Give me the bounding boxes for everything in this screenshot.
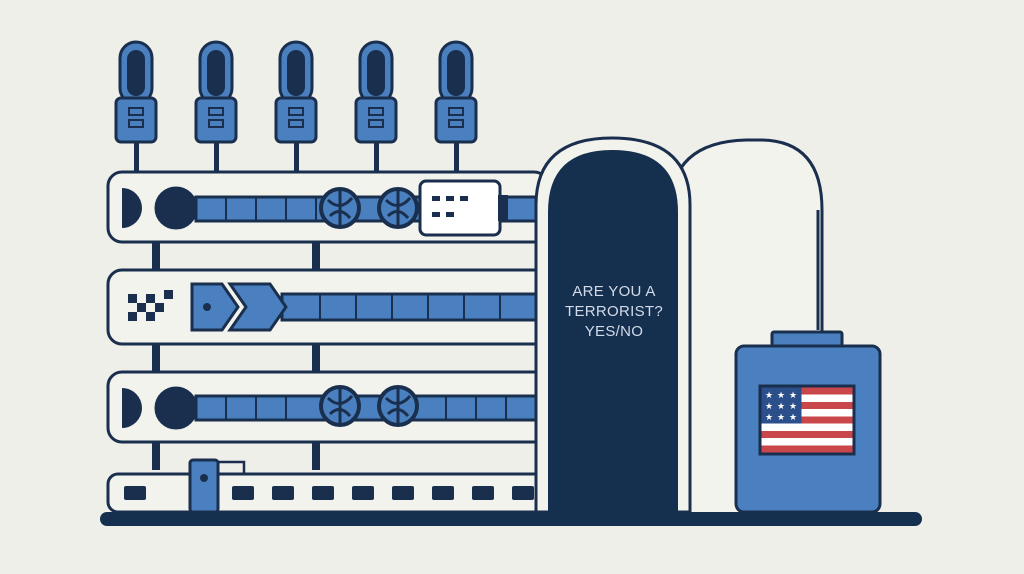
conveyor-base-row	[106, 458, 550, 514]
svg-text:★: ★	[777, 402, 785, 412]
arrow-icon	[190, 282, 288, 332]
roller-icon	[122, 188, 142, 228]
gear-icon	[377, 187, 419, 229]
gear-icon	[319, 187, 361, 229]
svg-text:★: ★	[765, 391, 773, 401]
microphone-icon	[194, 40, 238, 172]
scanner-prompt-line-1: ARE YOU A	[572, 283, 656, 300]
checker-pattern	[128, 290, 173, 321]
svg-text:★: ★	[777, 391, 785, 401]
svg-text:★: ★	[765, 402, 773, 412]
roller-icon	[122, 388, 142, 428]
support-posts	[152, 240, 320, 470]
gear-icon	[319, 385, 361, 427]
conveyor-row-top	[106, 170, 550, 244]
microphone-icon	[114, 40, 158, 172]
card-reader-icon	[418, 179, 508, 237]
conveyor-row-middle	[106, 268, 550, 346]
microphone-row	[114, 40, 478, 172]
roller-icon	[154, 186, 198, 230]
control-box: ★★★ ★★★ ★★★	[734, 330, 882, 514]
svg-text:★: ★	[789, 391, 797, 401]
svg-text:★: ★	[777, 413, 785, 423]
us-flag-icon: ★★★ ★★★ ★★★	[758, 384, 856, 456]
scanner-prompt-line-2: TERRORIST?	[564, 303, 663, 320]
scanner-prompt: ARE YOU A TERRORIST? YES/NO	[536, 282, 692, 342]
svg-text:★: ★	[789, 413, 797, 423]
gear-icon	[377, 385, 419, 427]
svg-text:★: ★	[789, 402, 797, 412]
roller-icon	[154, 386, 198, 430]
floor-line	[100, 512, 922, 526]
conveyor-row-bottom	[106, 370, 550, 444]
microphone-icon	[354, 40, 398, 172]
scanner-arch	[534, 136, 824, 514]
microphone-icon	[434, 40, 478, 172]
microphone-icon	[274, 40, 318, 172]
svg-text:★: ★	[765, 413, 773, 423]
scanner-prompt-line-3: YES/NO	[584, 323, 644, 340]
